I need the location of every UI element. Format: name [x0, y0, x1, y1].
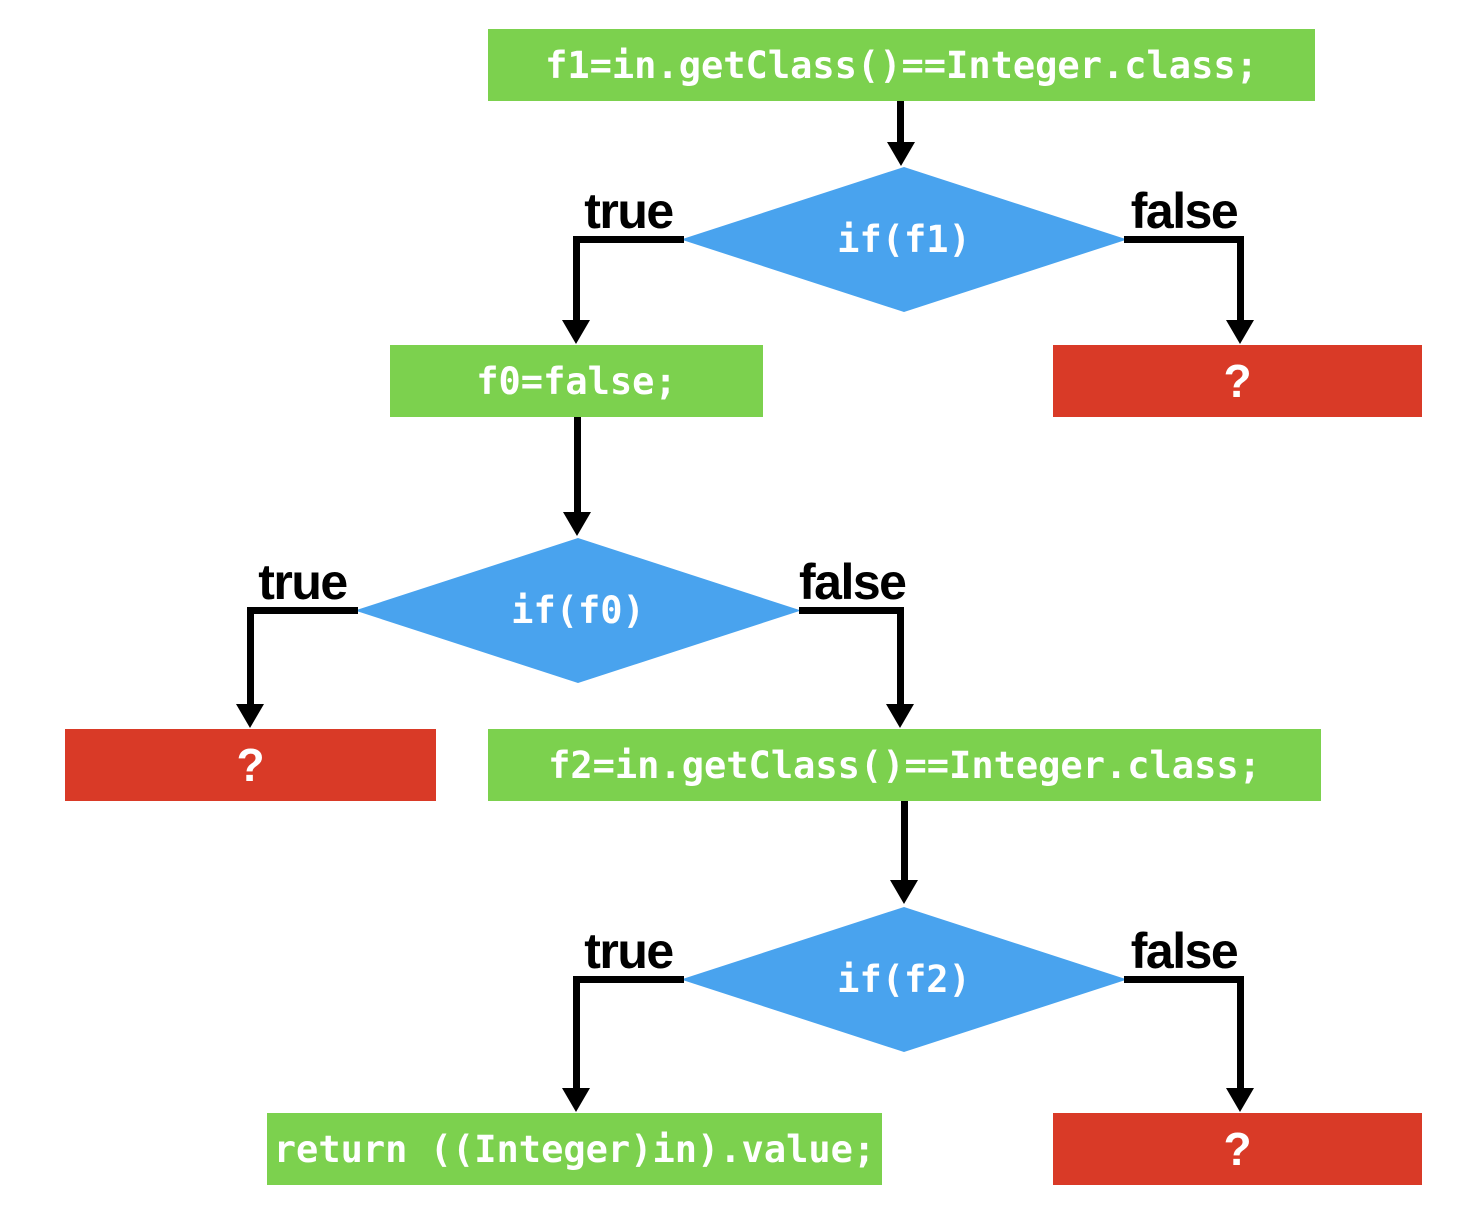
edge-if-f1-true-vline	[573, 236, 580, 322]
edge-if-f1-false-vline	[1237, 236, 1244, 322]
edge-if-f2-false-hline	[1124, 976, 1244, 983]
branch-label-false-3: false	[1130, 923, 1239, 979]
node-decision-if-f2: if(f2)	[681, 907, 1127, 1052]
edge-if-f0-true-vline	[247, 607, 254, 704]
node-decision-if-f1: if(f1)	[681, 167, 1127, 312]
branch-label-true-1: true	[584, 183, 674, 239]
arrowhead-icon	[886, 704, 914, 728]
arrowhead-icon	[887, 142, 915, 166]
arrowhead-icon	[1226, 320, 1254, 344]
branch-label-false-2: false	[799, 554, 907, 610]
node-decision-if-f0: if(f0)	[355, 538, 801, 683]
arrowhead-icon	[562, 320, 590, 344]
branch-label-true-2: true	[258, 554, 348, 610]
arrowhead-icon	[890, 880, 918, 904]
branch-label-true-3: true	[584, 923, 674, 979]
edge-stmt-f1-to-if-f1-line	[897, 101, 904, 144]
edge-if-f0-false-hline	[799, 607, 904, 614]
arrowhead-icon	[563, 512, 591, 536]
edge-stmt-f0-to-if-f0-line	[574, 417, 581, 514]
edge-stmt-f2-to-if-f2-line	[901, 801, 908, 882]
arrowhead-icon	[236, 704, 264, 728]
node-stmt-f1: f1=in.getClass()==Integer.class;	[488, 29, 1315, 101]
node-stmt-f0: f0=false;	[390, 345, 763, 417]
node-stmt-f2: f2=in.getClass()==Integer.class;	[488, 729, 1321, 801]
branch-label-false-1: false	[1130, 183, 1239, 239]
node-unknown-left: ?	[65, 729, 436, 801]
arrowhead-icon	[562, 1088, 590, 1112]
node-unknown-bottom: ?	[1053, 1113, 1422, 1185]
edge-if-f1-true-hline	[573, 236, 684, 243]
edge-if-f2-true-hline	[573, 976, 684, 983]
node-unknown-top: ?	[1053, 345, 1422, 417]
edge-if-f2-true-vline	[573, 976, 580, 1088]
edge-if-f0-true-hline	[247, 607, 358, 614]
edge-if-f1-false-hline	[1124, 236, 1244, 243]
edge-if-f0-false-vline	[897, 607, 904, 704]
node-stmt-return: return ((Integer)in).value;	[267, 1113, 882, 1185]
arrowhead-icon	[1226, 1088, 1254, 1112]
edge-if-f2-false-vline	[1237, 976, 1244, 1088]
